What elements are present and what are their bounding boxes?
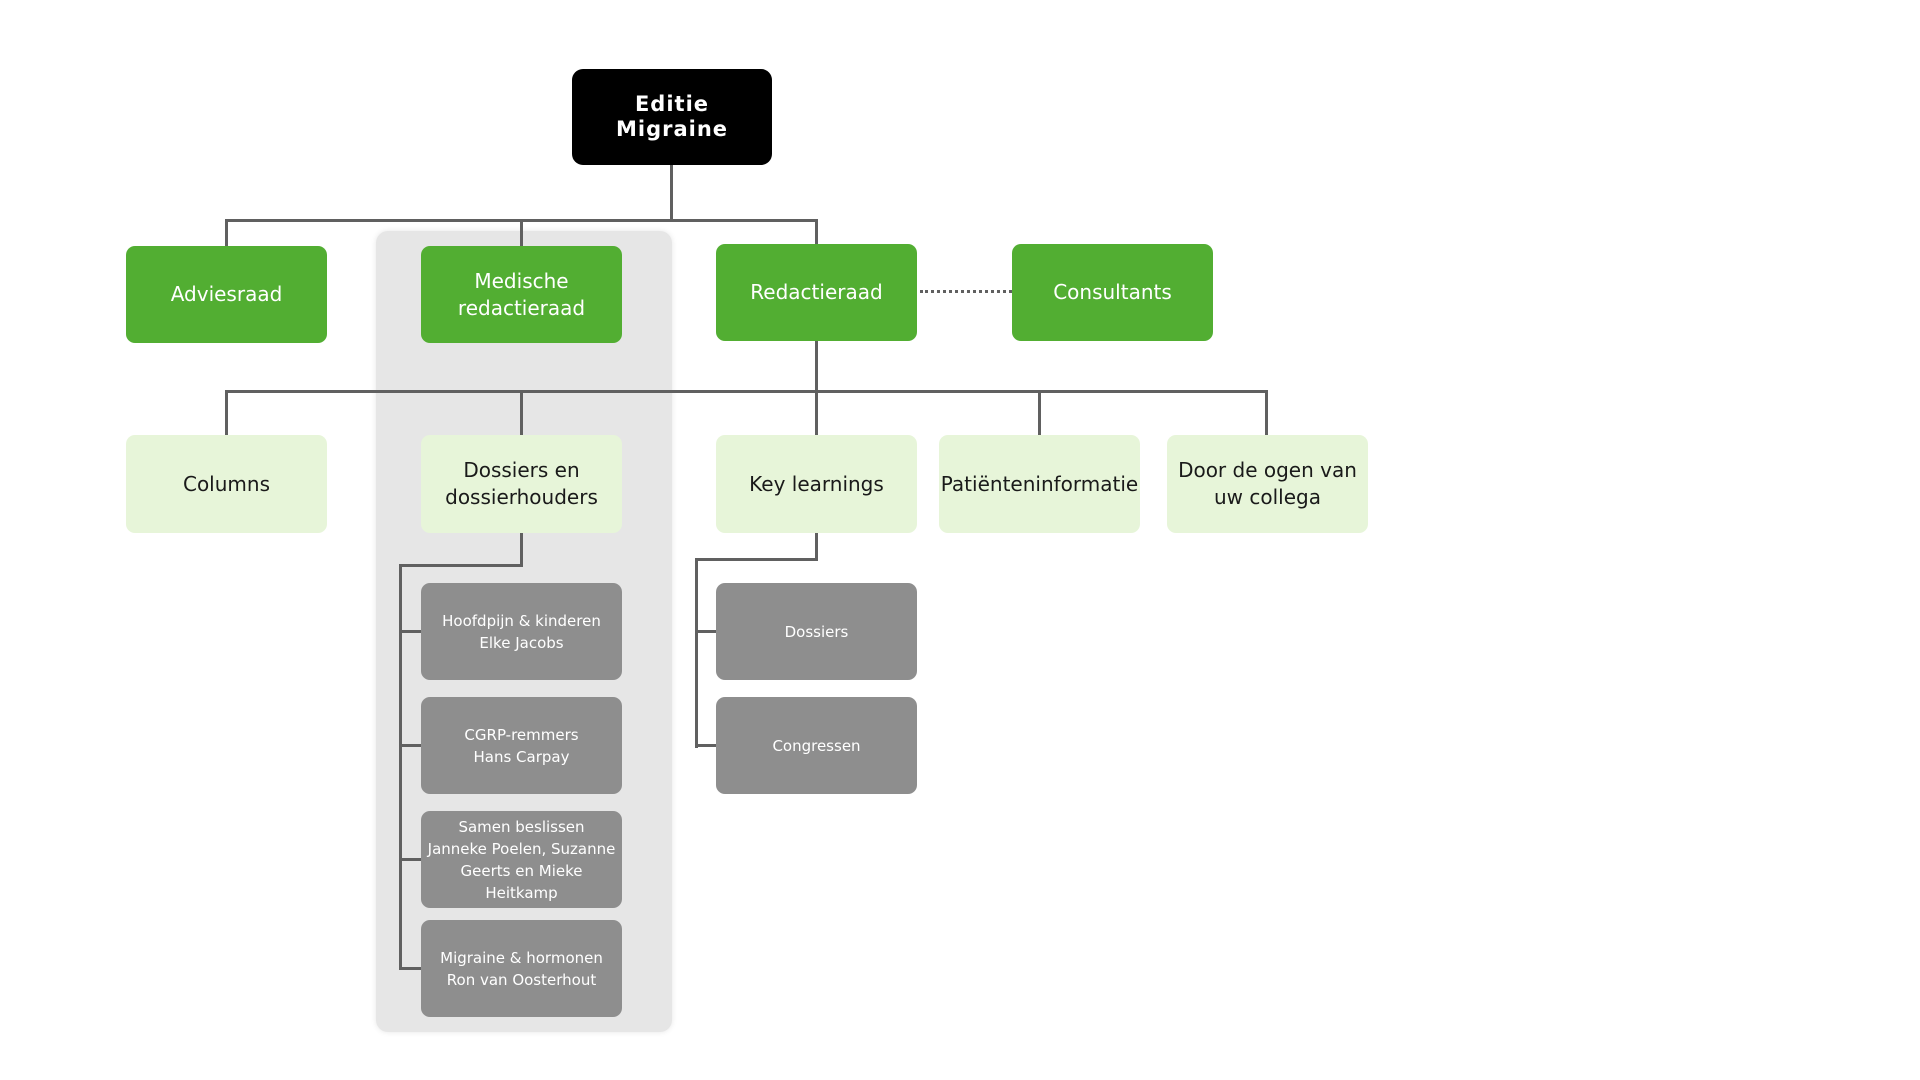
dossierhouder-label: Migraine & hormonen Ron van Oosterhout <box>440 948 603 989</box>
key-learnings-label: Key learnings <box>749 471 884 496</box>
node-adviesraad: Adviesraad <box>126 246 327 343</box>
connector-medische-redactieraad <box>520 219 523 247</box>
node-door-de-ogen-van-uw-collega: Door de ogen van uw collega <box>1167 435 1368 533</box>
columns-label: Columns <box>182 471 270 496</box>
node-columns: Columns <box>126 435 327 533</box>
connector-key-learnings-top <box>695 558 818 561</box>
connector-consultants-dotted <box>920 290 1012 293</box>
connector-dossiers <box>695 630 717 633</box>
node-key-learnings: Key learnings <box>716 435 917 533</box>
node-dossiers-en-dossierhouders: Dossiers en dossierhouders <box>421 435 622 533</box>
connector-dossierhouder-2 <box>399 744 421 747</box>
connector-patienteninformatie <box>1038 390 1041 436</box>
connector-key-learnings-spine <box>695 558 698 748</box>
connector-adviesraad <box>225 219 228 247</box>
node-dossierhouder-4: Migraine & hormonen Ron van Oosterhout <box>421 920 622 1017</box>
adviesraad-label: Adviesraad <box>170 282 283 306</box>
node-redactieraad: Redactieraad <box>716 244 917 341</box>
connector-dossierhouder-1 <box>399 630 421 633</box>
patienteninformatie-label: Patiënteninformatie <box>940 471 1139 496</box>
door-de-ogen-label: Door de ogen van uw collega <box>1178 458 1357 509</box>
connector-door-de-ogen <box>1265 390 1268 436</box>
connector-dossierhouder-3 <box>399 858 421 861</box>
connector-redactieraad <box>815 219 818 245</box>
node-patienteninformatie: Patiënteninformatie <box>939 435 1140 533</box>
node-dossiers: Dossiers <box>716 583 917 680</box>
node-dossierhouder-1: Hoofdpijn & kinderen Elke Jacobs <box>421 583 622 680</box>
connector-dossierhouders-down <box>520 532 523 567</box>
connector-root-down <box>670 164 673 220</box>
connector-columns <box>225 390 228 436</box>
connector-level2-bar <box>225 390 1268 393</box>
connector-dossierhouders-top <box>399 564 523 567</box>
node-medische-redactieraad: Medische redactieraad <box>421 246 622 343</box>
connector-dossierhouders-spine <box>399 564 402 970</box>
redactieraad-label: Redactieraad <box>750 280 883 304</box>
node-dossierhouder-3: Samen beslissen Janneke Poelen, Suzanne … <box>421 811 622 908</box>
node-congressen: Congressen <box>716 697 917 794</box>
dossiers-en-dossierhouders-label: Dossiers en dossierhouders <box>445 458 598 509</box>
dossierhouder-label: CGRP-remmers Hans Carpay <box>464 725 579 766</box>
node-consultants: Consultants <box>1012 244 1213 341</box>
dossierhouder-label: Hoofdpijn & kinderen Elke Jacobs <box>442 611 601 652</box>
root-editie-migraine: Editie Migraine <box>572 69 772 165</box>
dossierhouder-label: Samen beslissen Janneke Poelen, Suzanne … <box>427 817 616 902</box>
dossiers-label: Dossiers <box>784 622 849 641</box>
connector-dossiers-en-dossierhouders <box>520 390 523 436</box>
connector-dossierhouder-4 <box>399 967 421 970</box>
connector-congressen <box>695 744 717 747</box>
congressen-label: Congressen <box>772 736 861 755</box>
connector-redactieraad-down <box>815 339 818 436</box>
consultants-label: Consultants <box>1053 280 1172 304</box>
connector-key-learnings-down <box>815 532 818 561</box>
root-label: Editie Migraine <box>615 92 729 141</box>
node-dossierhouder-2: CGRP-remmers Hans Carpay <box>421 697 622 794</box>
medische-redactieraad-label: Medische redactieraad <box>457 268 586 320</box>
